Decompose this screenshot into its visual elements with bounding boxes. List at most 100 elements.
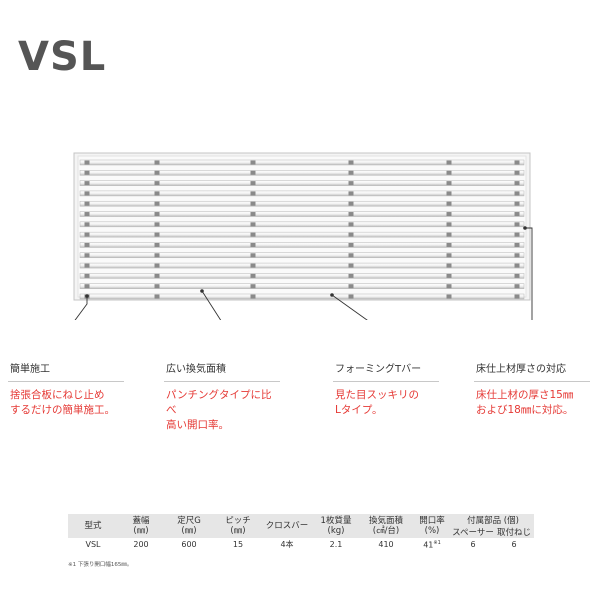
crossbar-slot xyxy=(348,160,354,165)
header-crossbar: クロスバー xyxy=(262,514,312,538)
crossbar-slot xyxy=(250,294,256,299)
crossbar-slot xyxy=(84,201,90,206)
callout-title: 広い換気面積 xyxy=(166,364,226,375)
cell-length: 600 xyxy=(181,540,197,549)
grating-bar xyxy=(79,221,525,228)
spec-table: 型式 蓋幅 (㎜) 定尺G (㎜) ピッチ (㎜) クロスバー 1枚質量 (kg… xyxy=(68,514,534,551)
crossbar-slot xyxy=(250,191,256,196)
crossbar-slot xyxy=(250,284,256,289)
crossbar-slot xyxy=(514,253,520,258)
crossbar-slot xyxy=(250,212,256,217)
grating-bar xyxy=(79,252,525,259)
grating-bar xyxy=(79,283,525,289)
crossbar-slot xyxy=(84,253,90,258)
callout-easy-install: 簡単施工 捨張合板にねじ止め するだけの簡単施工。 xyxy=(8,360,124,420)
crossbar-slot xyxy=(154,170,160,175)
crossbar-slot xyxy=(250,170,256,175)
crossbar-slot xyxy=(446,160,452,165)
crossbar-slot xyxy=(250,242,256,247)
cell-crossbar: 4本 xyxy=(280,540,294,549)
crossbar-slot xyxy=(446,212,452,217)
callout-desc: 床仕上材の厚さ15㎜ および18㎜に対応。 xyxy=(476,389,574,416)
crossbar-slot xyxy=(446,170,452,175)
crossbar-slot xyxy=(514,263,520,268)
crossbar-slot xyxy=(84,181,90,186)
crossbar-slot xyxy=(154,201,160,206)
cell-vent-area: 410 xyxy=(378,540,394,549)
crossbar-slot xyxy=(514,273,520,278)
crossbar-slot xyxy=(446,263,452,268)
grating-bar xyxy=(79,293,525,300)
crossbar-slot xyxy=(514,242,520,247)
header-vent-area: 換気面積 (㎠/台) xyxy=(360,514,412,538)
header-accessories: 付属部品 (個) xyxy=(452,514,534,528)
crossbar-slot xyxy=(348,170,354,175)
crossbar-slot xyxy=(446,273,452,278)
callout-title: 床仕上材厚さの対応 xyxy=(476,364,566,375)
cell-pitch: 15 xyxy=(232,540,244,549)
cell-screw: 6 xyxy=(511,540,517,549)
crossbar-slot xyxy=(348,191,354,196)
crossbar-slot xyxy=(84,170,90,175)
cell-lid-width: 200 xyxy=(133,540,149,549)
callout-desc: パンチングタイプに比べ 高い開口率。 xyxy=(166,389,272,431)
header-screw: 取付ねじ xyxy=(494,528,534,538)
header-lid-width: 蓋幅 (㎜) xyxy=(118,514,164,538)
cell-spacer: 6 xyxy=(470,540,476,549)
callout-divider xyxy=(164,381,280,382)
crossbar-slot xyxy=(514,294,520,299)
table-footnote: ※1 下張り開口幅165㎜。 xyxy=(68,562,133,568)
crossbar-slot xyxy=(84,273,90,278)
crossbar-slot xyxy=(446,201,452,206)
crossbar-slot xyxy=(514,170,520,175)
callout-floor-thickness: 床仕上材厚さの対応 床仕上材の厚さ15㎜ および18㎜に対応。 xyxy=(474,360,590,420)
crossbar-slot xyxy=(348,222,354,227)
grating-bar xyxy=(79,180,525,186)
crossbar-slot xyxy=(514,222,520,227)
header-pitch: ピッチ (㎜) xyxy=(214,514,262,538)
crossbar-slot xyxy=(514,212,520,217)
product-title: VSL xyxy=(18,34,107,80)
crossbar-slot xyxy=(154,284,160,289)
header-spacer: スペーサー xyxy=(452,528,494,538)
grating-product-image xyxy=(73,152,533,320)
crossbar-slot xyxy=(446,253,452,258)
header-open-ratio: 開口率 (%) xyxy=(412,514,452,538)
callout-title: 簡単施工 xyxy=(10,364,50,375)
crossbar-slot xyxy=(250,253,256,258)
crossbar-slot xyxy=(84,263,90,268)
crossbar-slot xyxy=(250,181,256,186)
crossbar-slot xyxy=(154,294,160,299)
crossbar-slot xyxy=(154,253,160,258)
grating-bar xyxy=(79,262,525,269)
crossbar-slot xyxy=(348,181,354,186)
crossbar-slot xyxy=(250,232,256,237)
crossbar-slot xyxy=(446,222,452,227)
crossbar-slot xyxy=(348,263,354,268)
grating-bar xyxy=(79,231,525,238)
crossbar-slot xyxy=(250,263,256,268)
crossbar-slot xyxy=(348,284,354,289)
crossbar-slot xyxy=(154,181,160,186)
header-length: 定尺G (㎜) xyxy=(164,514,214,538)
crossbar-slot xyxy=(154,242,160,247)
crossbar-slot xyxy=(514,284,520,289)
callout-title: フォーミングTバー xyxy=(335,364,422,375)
header-weight: 1枚質量 (kg) xyxy=(312,514,360,538)
header-model: 型式 xyxy=(68,514,118,538)
callout-forming-tbar: フォーミングTバー 見た目スッキリの Lタイプ。 xyxy=(333,360,439,420)
grating-bar xyxy=(79,273,525,279)
cell-weight: 2.1 xyxy=(329,540,343,549)
grating-bar xyxy=(79,170,525,176)
crossbar-slot xyxy=(84,284,90,289)
crossbar-slot xyxy=(154,263,160,268)
crossbar-slot xyxy=(446,181,452,186)
crossbar-slot xyxy=(514,191,520,196)
crossbar-slot xyxy=(84,222,90,227)
crossbar-slot xyxy=(514,232,520,237)
callout-wide-ventilation: 広い換気面積 パンチングタイプに比べ 高い開口率。 xyxy=(164,360,280,431)
crossbar-slot xyxy=(446,294,452,299)
crossbar-slot xyxy=(84,160,90,165)
crossbar-slot xyxy=(348,242,354,247)
crossbar-slot xyxy=(84,191,90,196)
